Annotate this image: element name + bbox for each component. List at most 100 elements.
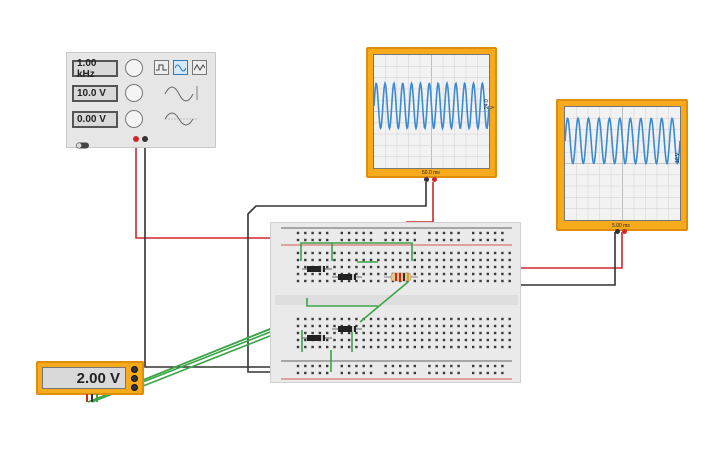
breadboard-hole	[333, 345, 336, 349]
breadboard-hole	[347, 272, 351, 276]
breadboard-hole	[479, 258, 482, 262]
breadboard-hole	[501, 279, 504, 283]
multimeter-probe-leads[interactable]	[84, 394, 104, 404]
breadboard-hole	[355, 231, 358, 235]
scope1-ground-terminal[interactable]	[424, 177, 429, 182]
breadboard-hole	[464, 317, 468, 321]
scope2-volts-label: 10 V	[675, 152, 681, 163]
breadboard-hole	[340, 258, 343, 262]
square-wave-button[interactable]	[154, 60, 169, 75]
breadboard-hole	[296, 279, 300, 283]
breadboard-hole	[464, 279, 468, 283]
breadboard-hole	[413, 238, 416, 242]
breadboard-hole	[508, 317, 511, 321]
function-generator[interactable]: 1.00 kHz 10.0 V 0.00 V	[66, 52, 216, 149]
breadboard-hole	[472, 279, 475, 283]
breadboard-hole	[486, 251, 489, 255]
breadboard-hole	[340, 251, 343, 255]
breadboard-hole	[391, 371, 395, 375]
oscilloscope-2[interactable]: 5.00 ms 10 V	[556, 99, 688, 234]
multimeter-terminal-com[interactable]	[131, 375, 138, 382]
breadboard-hole	[406, 258, 409, 262]
breadboard-hole	[399, 238, 402, 242]
multimeter-terminal-v[interactable]	[131, 384, 138, 391]
offset-knob[interactable]	[125, 110, 143, 128]
fg-negative-terminal[interactable]	[142, 136, 148, 142]
breadboard-hole	[442, 231, 446, 235]
breadboard-hole	[347, 258, 351, 262]
scope2-ground-terminal[interactable]	[615, 229, 620, 234]
amplitude-knob[interactable]	[125, 84, 143, 102]
breadboard-hole	[479, 331, 482, 335]
breadboard-hole	[450, 364, 453, 368]
breadboard-hole	[369, 231, 373, 235]
breadboard-hole	[311, 364, 314, 368]
breadboard-hole	[333, 279, 336, 283]
breadboard-hole	[450, 338, 453, 342]
breadboard-hole	[486, 272, 489, 276]
breadboard-hole	[399, 231, 402, 235]
breadboard-hole	[311, 338, 314, 342]
breadboard-hole	[377, 324, 380, 328]
breadboard[interactable]	[270, 222, 521, 383]
breadboard-hole	[472, 231, 475, 235]
sine-wave-button[interactable]	[173, 60, 188, 75]
breadboard-hole	[369, 251, 373, 255]
breadboard-hole	[493, 265, 497, 269]
breadboard-hole	[304, 371, 307, 375]
breadboard-hole	[318, 338, 322, 342]
breadboard-hole	[413, 231, 416, 235]
multimeter-terminal-a[interactable]	[131, 366, 138, 373]
breadboard-hole	[435, 251, 438, 255]
breadboard-hole	[493, 371, 497, 375]
breadboard-hole	[311, 251, 314, 255]
scope1-time-label: 50.0 ms	[422, 170, 440, 176]
power-switch[interactable]	[71, 136, 91, 149]
breadboard-hole	[406, 317, 409, 321]
breadboard-hole	[428, 238, 431, 242]
breadboard-hole	[347, 364, 351, 368]
breadboard-hole	[340, 238, 343, 242]
frequency-display: 1.00 kHz	[72, 58, 118, 80]
breadboard-hole	[420, 331, 424, 335]
breadboard-hole	[472, 272, 475, 276]
oscilloscope-1[interactable]: 50.0 ms 24.0 V	[366, 47, 497, 182]
breadboard-hole	[435, 265, 438, 269]
breadboard-hole	[304, 231, 307, 235]
breadboard-hole	[399, 251, 402, 255]
breadboard-hole	[413, 317, 416, 321]
triangle-wave-button[interactable]	[192, 60, 207, 75]
breadboard-hole	[486, 258, 489, 262]
breadboard-hole	[347, 251, 351, 255]
breadboard-hole	[377, 317, 380, 321]
breadboard-hole	[377, 331, 380, 335]
breadboard-hole	[435, 231, 438, 235]
breadboard-hole	[369, 238, 373, 242]
breadboard-hole	[333, 258, 336, 262]
scope1-probe-terminal[interactable]	[432, 177, 437, 182]
breadboard-hole	[369, 331, 373, 335]
breadboard-hole	[450, 371, 453, 375]
breadboard-hole	[472, 331, 475, 335]
breadboard-hole	[435, 258, 438, 262]
breadboard-hole	[318, 265, 322, 269]
breadboard-hole	[311, 231, 314, 235]
breadboard-hole	[442, 279, 446, 283]
breadboard-hole	[362, 324, 365, 328]
breadboard-hole	[362, 272, 365, 276]
scope2-probe-terminal[interactable]	[622, 229, 627, 234]
breadboard-hole	[450, 331, 453, 335]
fg-positive-terminal[interactable]	[133, 136, 139, 142]
breadboard-hole	[369, 345, 373, 349]
breadboard-hole	[304, 364, 307, 368]
breadboard-hole	[508, 338, 511, 342]
breadboard-hole	[326, 231, 329, 235]
multimeter[interactable]: 2.00 V	[36, 361, 144, 395]
breadboard-hole	[296, 231, 300, 235]
breadboard-hole	[493, 338, 497, 342]
breadboard-hole	[355, 345, 358, 349]
breadboard-hole	[333, 331, 336, 335]
breadboard-hole	[501, 317, 504, 321]
frequency-knob[interactable]	[125, 59, 143, 77]
breadboard-hole	[442, 258, 446, 262]
